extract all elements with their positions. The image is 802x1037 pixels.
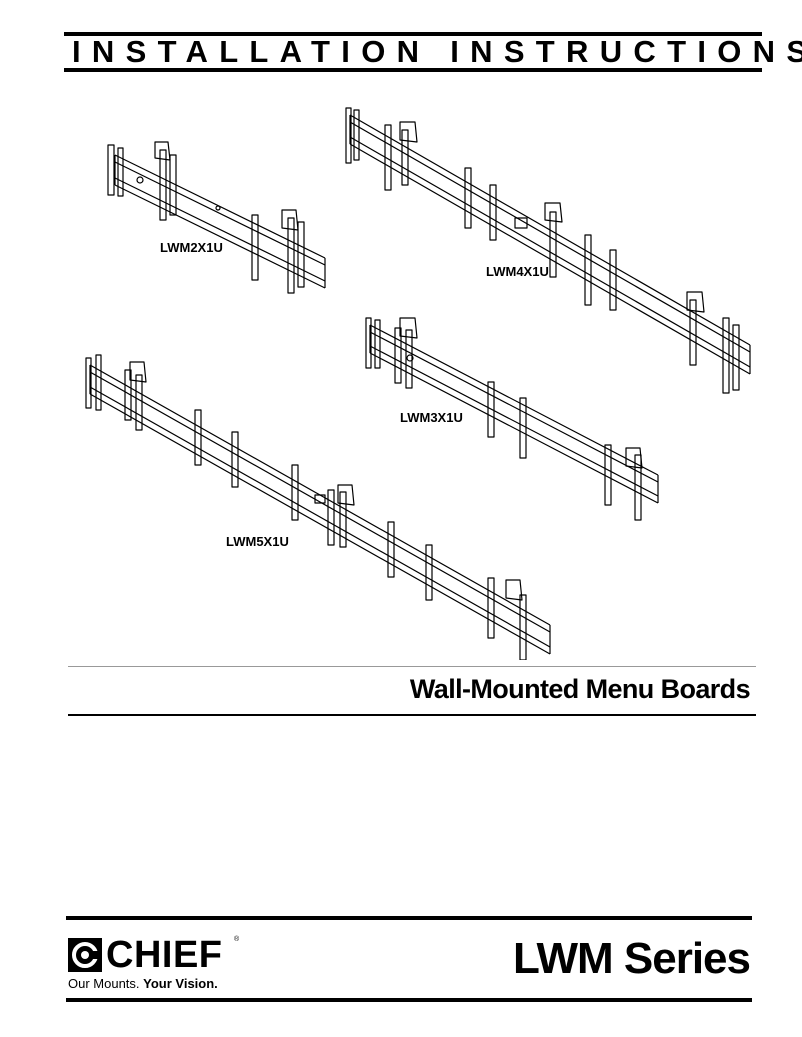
chief-logo-icon <box>68 938 102 972</box>
label-lwm3x1u: LWM3X1U <box>400 410 463 425</box>
footer-rule-top <box>66 916 752 920</box>
title-rule-bottom <box>68 714 756 716</box>
series-title: LWM Series <box>513 934 751 983</box>
header-rule-bottom <box>64 68 762 72</box>
mount-lwm5x1u <box>85 354 551 660</box>
registered-mark: ® <box>234 936 240 943</box>
brand-tagline: Our Mounts. Your Vision. <box>68 976 218 991</box>
title-rule-top <box>68 666 756 667</box>
footer-rule-bottom <box>66 998 752 1002</box>
product-title: Wall-Mounted Menu Boards <box>409 674 751 704</box>
document-title: INSTALLATION INSTRUCTIONS <box>72 34 802 69</box>
header-rule-top <box>64 32 762 36</box>
label-lwm4x1u: LWM4X1U <box>486 264 549 279</box>
tagline-plain: Our Mounts. <box>68 976 144 991</box>
label-lwm2x1u: LWM2X1U <box>160 240 223 255</box>
mount-lwm3x1u <box>365 317 659 521</box>
chief-logo: CHIEF ® Our Mounts. Your Vision. <box>68 934 268 996</box>
label-lwm5x1u: LWM5X1U <box>226 534 289 549</box>
mount-lwm4x1u <box>345 107 751 394</box>
brand-name: CHIEF <box>106 934 223 976</box>
product-diagram: LWM2X1U LWM4X1U LWM3X1U LWM5X1U <box>70 100 760 660</box>
mount-lwm2x1u <box>107 141 326 294</box>
tagline-bold: Your Vision. <box>143 976 218 991</box>
